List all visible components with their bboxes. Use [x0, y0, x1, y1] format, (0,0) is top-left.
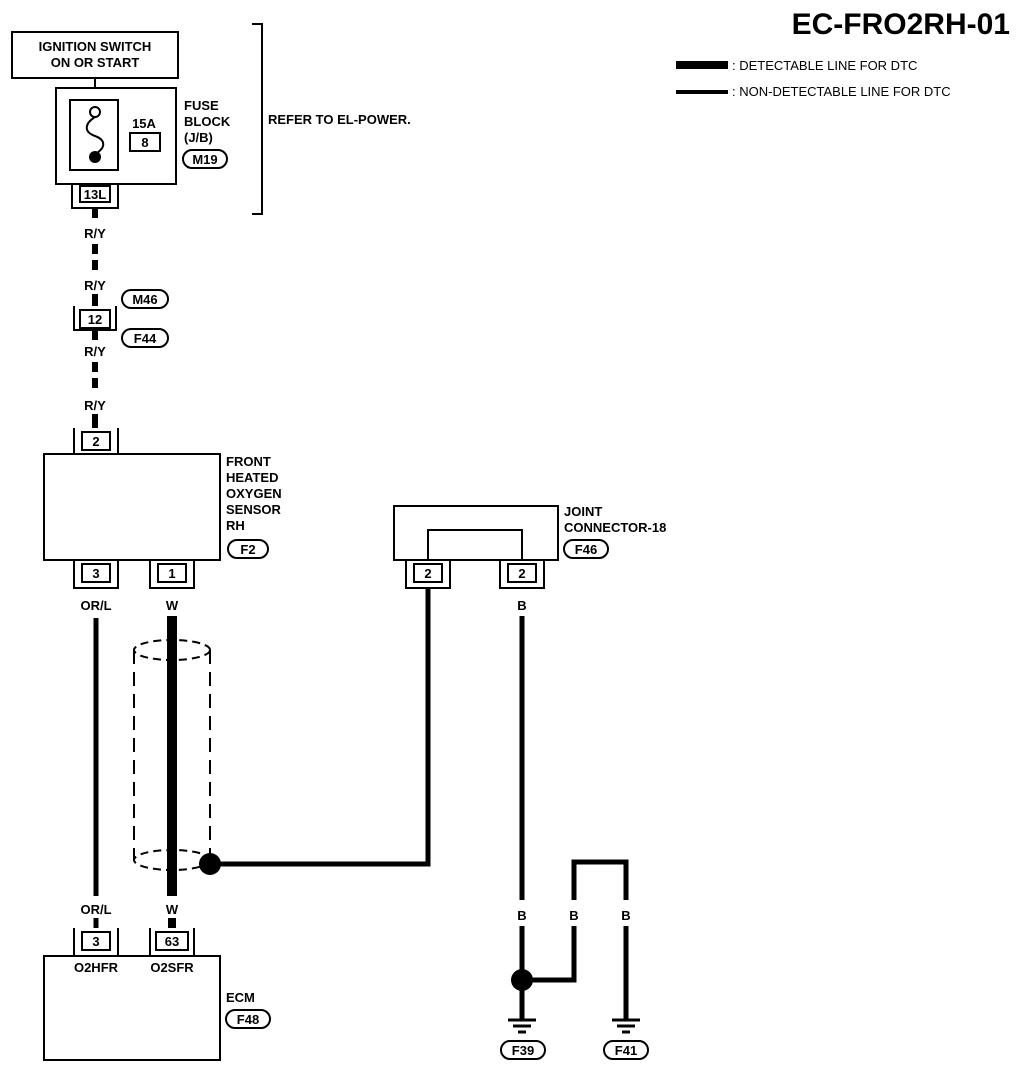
harness-terminal-label: 12: [88, 312, 102, 327]
connector-badge-f44: [121, 328, 169, 348]
wire-color-b-top: B: [517, 598, 526, 613]
wire-color-ry-2: R/Y: [84, 278, 106, 293]
joint-terminal-right-label: 2: [518, 566, 525, 581]
ignition-switch-label-2: ON OR START: [51, 55, 140, 70]
ground-icon: [508, 1018, 536, 1034]
joint-connector-badge-label: F46: [575, 542, 597, 557]
ecm-terminal-right-label: 63: [165, 934, 179, 949]
connector-badge-f48: [225, 1009, 271, 1029]
wire-color-ry-1: R/Y: [84, 226, 106, 241]
sensor-label-4: SENSOR: [226, 502, 282, 517]
sensor-label-2: HEATED: [226, 470, 278, 485]
ground-right-label: F41: [615, 1043, 637, 1058]
detectable-line-swatch: [676, 61, 728, 69]
legend: : DETECTABLE LINE FOR DTC : NON-DETECTAB…: [676, 58, 951, 99]
ecm-connector-label: F48: [237, 1012, 259, 1027]
ecm-label: ECM: [226, 990, 255, 1005]
harness-connector-12: 12 M46 F44: [73, 289, 169, 348]
fuse-block-label-2: BLOCK: [184, 114, 231, 129]
sensor-terminal-right-label: 1: [168, 566, 175, 581]
wire-color-b-right: B: [621, 908, 630, 923]
fuse-block-label-1: FUSE: [184, 98, 219, 113]
connector-badge-f46: [563, 539, 609, 559]
front-heated-oxygen-sensor: 2 FRONT HEATED OXYGEN SENSOR RH F2 3 1: [43, 428, 282, 589]
connector-badge-f2: [227, 539, 269, 559]
wire-color-w-top: W: [166, 598, 179, 613]
ecm-pin-right-label: O2SFR: [150, 960, 194, 975]
sensor-connector-label: F2: [240, 542, 255, 557]
joint-connector-label-1: JOINT: [564, 504, 602, 519]
joint-terminal-left-label: 2: [424, 566, 431, 581]
fuse-bottom-terminal-icon: [89, 151, 101, 163]
fuse-block-connector-label: M19: [192, 152, 217, 167]
non-detectable-line-swatch: [676, 90, 728, 94]
connector-badge-m19: [182, 149, 228, 169]
ignition-switch-label-1: IGNITION SWITCH: [39, 39, 152, 54]
ecm-terminal-left-label: 3: [92, 934, 99, 949]
ecm: 3 63 O2HFR O2SFR ECM F48: [43, 928, 271, 1061]
wire-color-b-mid: B: [517, 908, 526, 923]
legend-detectable-text: : DETECTABLE LINE FOR DTC: [732, 58, 917, 73]
sensor-terminal-top-label: 2: [92, 434, 99, 449]
ignition-switch: IGNITION SWITCH ON OR START: [11, 31, 179, 79]
fuse-icon: [85, 116, 105, 155]
ground-left-label: F39: [512, 1043, 534, 1058]
fuse-block: 15A 8 FUSE BLOCK (J/B) M19: [55, 87, 231, 185]
ground-f39: F39: [500, 1018, 546, 1060]
ecm-pin-left-label: O2HFR: [74, 960, 119, 975]
wire-color-orl-top: OR/L: [80, 598, 111, 613]
wire-color-ry-4: R/Y: [84, 398, 106, 413]
harness-connector-bottom-label: F44: [134, 331, 157, 346]
connector-badge-f41: [603, 1040, 649, 1060]
ground-icon: [612, 1018, 640, 1034]
wire-color-orl-bottom: OR/L: [80, 902, 111, 917]
fuse-amp-label: 15A: [132, 116, 156, 131]
refer-bracket: REFER TO EL-POWER.: [252, 23, 411, 215]
connector-badge-f39: [500, 1040, 546, 1060]
harness-connector-top-label: M46: [132, 292, 157, 307]
legend-non-detectable-text: : NON-DETECTABLE LINE FOR DTC: [732, 84, 951, 99]
sensor-terminal-left-label: 3: [92, 566, 99, 581]
sensor-label-1: FRONT: [226, 454, 271, 469]
wire-color-ry-3: R/Y: [84, 344, 106, 359]
wire-color-b-splice: B: [569, 908, 578, 923]
wire-color-w-bottom: W: [166, 902, 179, 917]
joint-connector-18: JOINT CONNECTOR-18 F46 2 2: [393, 504, 666, 589]
sensor-label-3: OXYGEN: [226, 486, 282, 501]
sensor-label-5: RH: [226, 518, 245, 533]
fuse-top-terminal-icon: [89, 106, 101, 118]
fuse-terminal-label: 13L: [84, 187, 106, 202]
fuse-number-label: 8: [141, 135, 148, 150]
refer-note: REFER TO EL-POWER.: [268, 112, 411, 127]
connector-badge-m46: [121, 289, 169, 309]
joint-connector-label-2: CONNECTOR-18: [564, 520, 666, 535]
diagram-title: EC-FRO2RH-01: [792, 8, 1010, 41]
fuse-block-label-3: (J/B): [184, 130, 213, 145]
ground-f41: F41: [603, 1018, 649, 1060]
